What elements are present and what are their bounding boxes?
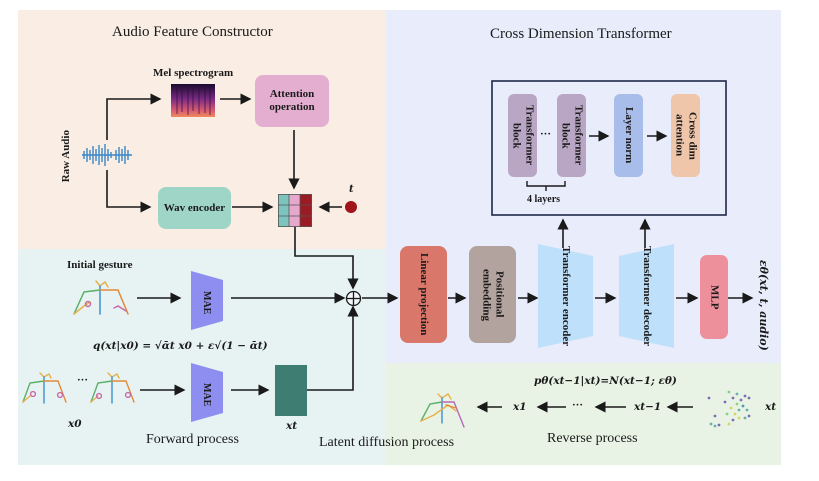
reverse-process-caption: Reverse process xyxy=(547,431,638,446)
cross-dim-attention-label: Cross dim attention xyxy=(673,111,699,160)
transformer-block-first: Transformer block xyxy=(508,94,537,177)
concatenated-audio-feature-block xyxy=(278,194,312,227)
transformer-block-last: Transformer block xyxy=(557,94,586,177)
predicted-noise-output-label: εθ(xt, t, audio) xyxy=(757,260,770,351)
positional-embedding-label: Positional embedding xyxy=(480,268,506,321)
timestep-dot xyxy=(345,201,357,213)
attention-operation-block: Attention operation xyxy=(255,75,329,127)
waveform-icon xyxy=(82,144,132,166)
gesture-skeleton-x0-first xyxy=(22,372,67,404)
linear-projection-label: Linear projection xyxy=(418,253,430,336)
gesture-sequence-ellipsis: ··· xyxy=(77,374,89,386)
xt-latent-label: xt xyxy=(286,420,298,432)
xt-noise-label: xt xyxy=(765,401,777,413)
forward-process-formula: q(xt|x0) = √ᾱt x0 + ε√(1 − ᾱt) xyxy=(93,340,268,352)
x0-label: x0 xyxy=(68,418,82,430)
transformer-decoder-label: Transformer decoder xyxy=(641,245,653,347)
mae-encoder-top: MAE xyxy=(191,271,223,330)
wav-encoder-label: Wav encoder xyxy=(163,201,226,214)
x1-label: x1 xyxy=(513,401,527,413)
reconstructed-gesture-skeleton xyxy=(420,393,465,428)
linear-projection-block: Linear projection xyxy=(400,246,447,343)
attention-operation-label: Attention operation xyxy=(269,88,315,113)
transformer-encoder-block: Transformer encoder xyxy=(538,244,593,348)
timestep-label: t xyxy=(349,184,354,195)
latent-diffusion-caption: Latent diffusion process xyxy=(319,435,455,450)
forward-process-caption: Forward process xyxy=(146,432,239,447)
transformer-block-ellipsis: ··· xyxy=(540,128,552,140)
layer-norm-block: Layer norm xyxy=(614,94,643,177)
initial-gesture-label: Initial gesture xyxy=(67,259,133,271)
raw-audio-label: Raw Audio xyxy=(60,130,72,183)
xt-minus-1-label: xt−1 xyxy=(634,401,662,413)
positional-embedding-block: Positional embedding xyxy=(469,246,516,343)
latent-xt-block xyxy=(275,365,307,416)
four-layers-label: 4 layers xyxy=(527,194,561,205)
cross-dim-attention-block: Cross dim attention xyxy=(671,94,700,177)
cdt-panel-title: Cross Dimension Transformer xyxy=(490,26,672,42)
mae-label-top: MAE xyxy=(201,291,212,315)
transformer-block-first-label: Transformer block xyxy=(510,105,536,166)
audio-panel-title: Audio Feature Constructor xyxy=(112,24,273,40)
mel-spectrogram-image xyxy=(171,84,215,117)
mlp-block: MLP xyxy=(700,255,728,339)
transformer-block-last-label: Transformer block xyxy=(559,105,585,166)
reverse-ellipsis: ··· xyxy=(572,399,584,411)
mlp-label: MLP xyxy=(708,284,721,310)
reverse-process-panel xyxy=(386,363,781,465)
reverse-process-formula: pθ(xt−1|xt)=N(xt−1; εθ) xyxy=(534,375,677,387)
add-operator-icon xyxy=(345,290,362,307)
transformer-encoder-label: Transformer encoder xyxy=(560,245,572,347)
layer-norm-label: Layer norm xyxy=(623,107,635,164)
mae-encoder-bottom: MAE xyxy=(191,363,223,422)
gesture-skeleton-x0-last xyxy=(90,372,135,404)
wav-encoder-block: Wav encoder xyxy=(158,187,231,229)
transformer-decoder-block: Transformer decoder xyxy=(619,244,674,348)
noise-scatter-xt xyxy=(707,390,751,428)
initial-gesture-skeleton xyxy=(73,280,129,315)
mae-label-bottom: MAE xyxy=(201,383,212,407)
mel-spectrogram-label: Mel spectrogram xyxy=(153,67,234,79)
